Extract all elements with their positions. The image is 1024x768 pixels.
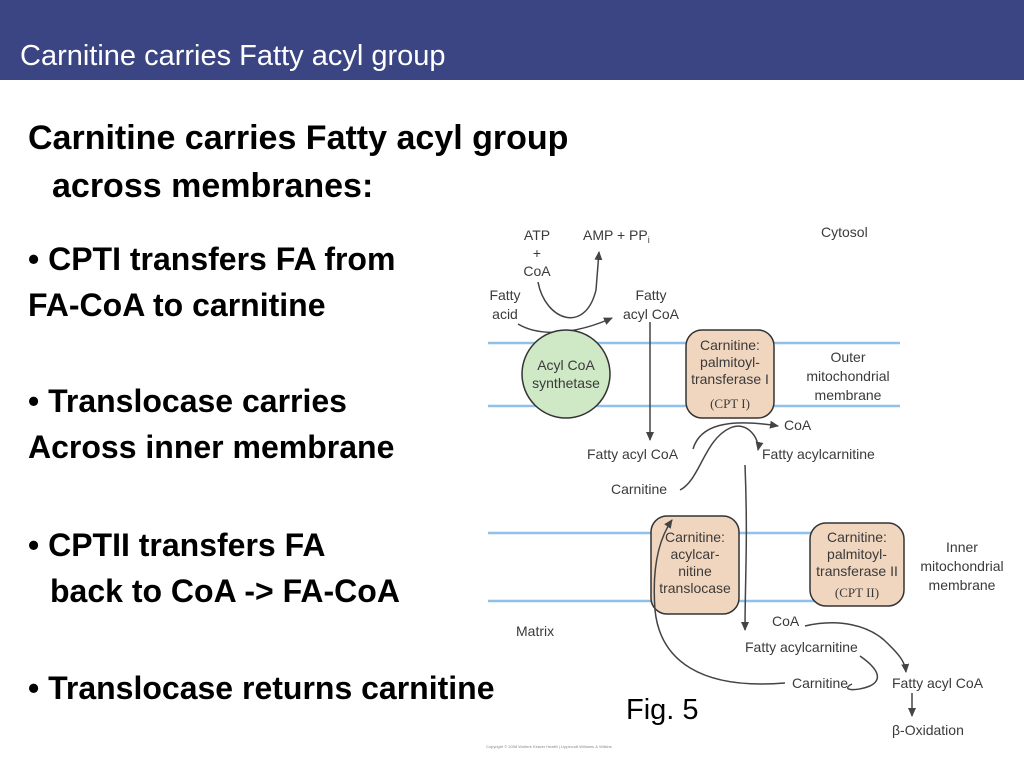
svg-text:Inner: Inner — [946, 539, 978, 555]
svg-text:mitochondrial: mitochondrial — [806, 368, 889, 384]
inner-membrane-label: Inner mitochondrial membrane — [920, 539, 1003, 593]
carnitine-return-arrow — [653, 519, 786, 685]
svg-text:acyl CoA: acyl CoA — [623, 306, 680, 322]
bullet-cpt1-line-1: • CPTI transfers FA from — [28, 241, 396, 277]
svg-text:palmitoyl-: palmitoyl- — [827, 546, 887, 562]
outer-membrane-label: Outer mitochondrial membrane — [806, 349, 889, 403]
svg-text:membrane: membrane — [815, 387, 882, 403]
coa-top-label: CoA — [523, 263, 551, 279]
cpt1-enzyme: Carnitine: palmitoyl- transferase I (CPT… — [685, 329, 775, 419]
svg-text:translocase: translocase — [659, 580, 731, 596]
svg-text:Carnitine:: Carnitine: — [827, 529, 887, 545]
svg-text:mitochondrial: mitochondrial — [920, 558, 1003, 574]
bullet-returns: • Translocase returns carnitine — [28, 665, 495, 711]
svg-text:palmitoyl-: palmitoyl- — [700, 354, 760, 370]
svg-text:synthetase: synthetase — [532, 375, 600, 391]
bullet-cpt1-line-2: FA-CoA to carnitine — [28, 287, 326, 323]
fatty-acylcarnitine-matrix-label: Fatty acylcarnitine — [745, 639, 858, 655]
cpt2-enzyme: Carnitine: palmitoyl- transferase II (CP… — [809, 522, 905, 607]
svg-text:Acyl CoA: Acyl CoA — [537, 357, 595, 373]
svg-text:(CPT I): (CPT I) — [710, 396, 750, 411]
svg-text:Fatty: Fatty — [489, 287, 520, 303]
fatty-acyl-coa-top-label: Fatty acyl CoA — [623, 287, 680, 322]
fatty-acylcarnitine-mid-label: Fatty acylcarnitine — [762, 446, 875, 462]
slide-title: Carnitine carries Fatty acyl group — [20, 40, 446, 72]
copyright-text: Copyright © 2008 Wolters Kluwer Health |… — [486, 744, 612, 749]
svg-text:acylcar-: acylcar- — [670, 546, 719, 562]
bullet-translocase: • Translocase carries Across inner membr… — [28, 378, 394, 470]
svg-text:transferase II: transferase II — [816, 563, 898, 579]
svg-text:(CPT II): (CPT II) — [835, 585, 879, 600]
title-bar — [0, 0, 1024, 80]
svg-text:Carnitine:: Carnitine: — [700, 337, 760, 353]
bullet-returns-line-1: • Translocase returns carnitine — [28, 670, 495, 706]
matrix-label: Matrix — [516, 623, 554, 639]
svg-text:nitine: nitine — [678, 563, 712, 579]
plus-label: + — [533, 245, 541, 261]
carnitine-to-acylcarnitine-arrow — [679, 425, 764, 491]
svg-text:membrane: membrane — [929, 577, 996, 593]
heading-line-2: across membranes: — [52, 167, 374, 205]
atp-to-amp-arrow — [537, 251, 603, 319]
fatty-acid-label: Fatty acid — [489, 287, 520, 322]
cpt2-reaction-arrow — [846, 655, 879, 691]
figure-label: Fig. 5 — [626, 694, 699, 726]
acylcarnitine-transport-arrow — [741, 464, 750, 631]
translocase-enzyme: Carnitine: acylcar- nitine translocase — [650, 515, 740, 615]
heading-line-1: Carnitine carries Fatty acyl group — [28, 119, 569, 157]
fatty-acyl-coa-matrix-label: Fatty acyl CoA — [892, 675, 984, 691]
bullet-translocase-line-2: Across inner membrane — [28, 429, 395, 465]
bullet-cpt2: • CPTII transfers FA back to CoA -> FA-C… — [28, 522, 400, 614]
acyl-coa-synthetase: Acyl CoA synthetase — [521, 329, 611, 419]
coa-after-cpt1-label: CoA — [784, 417, 812, 433]
carnitine-mid-label: Carnitine — [611, 481, 667, 497]
bullet-cpt1: • CPTI transfers FA from FA-CoA to carni… — [28, 236, 395, 328]
bullet-cpt2-line-2: back to CoA -> FA-CoA — [50, 573, 400, 609]
slide-heading: Carnitine carries Fatty acyl group acros… — [28, 114, 568, 210]
svg-text:Outer: Outer — [830, 349, 865, 365]
svg-text:acid: acid — [492, 306, 518, 322]
fatty-acyl-coa-mid-label: Fatty acyl CoA — [587, 446, 679, 462]
bullet-cpt2-line-1: • CPTII transfers FA — [28, 527, 326, 563]
svg-text:Fatty: Fatty — [635, 287, 666, 303]
cpt1-to-coa-arrow — [692, 420, 779, 450]
atp-label: ATP — [524, 227, 550, 243]
amp-ppi-label: AMP + PPi — [583, 227, 650, 245]
coa-matrix-label: CoA — [772, 613, 800, 629]
coa-to-fatty-acyl-coa-arrow — [804, 622, 910, 673]
svg-text:Carnitine:: Carnitine: — [665, 529, 725, 545]
svg-text:transferase I: transferase I — [691, 371, 769, 387]
bullet-translocase-line-1: • Translocase carries — [28, 383, 347, 419]
cytosol-label: Cytosol — [821, 224, 868, 240]
carnitine-matrix-label: Carnitine — [792, 675, 848, 691]
beta-oxidation-label: β-Oxidation — [892, 722, 964, 738]
